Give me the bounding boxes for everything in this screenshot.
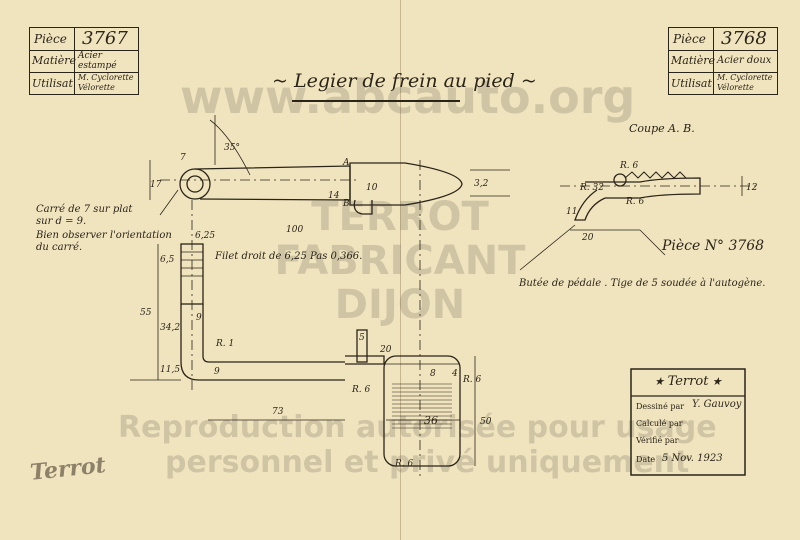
right-piece-label: Pièce: [673, 32, 706, 46]
left-piece-label: Pièce: [34, 32, 67, 46]
note-orientation: Bien observer l'orientation du carré.: [36, 230, 172, 253]
shaft-inner: [202, 304, 345, 363]
left-utilisat-value: M. Cyclorette Vélorette: [78, 73, 134, 92]
title-block-frame: [630, 368, 746, 476]
dim-6-5: 6,5: [160, 255, 175, 265]
dim-12: 12: [746, 183, 758, 193]
dim-17: 17: [150, 180, 162, 190]
title-underline: [292, 100, 460, 102]
dim-3-2: 3,2: [474, 179, 489, 189]
note-butee: Butée de pédale . Tige de 5 soudée à l'a…: [519, 278, 766, 289]
dim-20: 20: [379, 345, 392, 355]
section-hole: [613, 173, 627, 187]
dim-r6-d: R. 6: [619, 161, 638, 171]
arm-body-top: [194, 165, 351, 201]
dim-73: 73: [272, 407, 284, 417]
right-piece-block: Pièce 3768 Matière Acier doux Utilisat M…: [668, 27, 778, 95]
dim-9: 9: [196, 313, 202, 323]
pedal-grip-lines: [392, 383, 452, 429]
dim-r6-e: R. 6: [625, 197, 644, 207]
title-block-brand: ★ Terrot ★: [654, 374, 722, 389]
arm-eye-inner: [186, 175, 204, 193]
dim-10: 10: [366, 183, 378, 193]
title-block-brand-text: Terrot: [667, 374, 709, 389]
dim-r6-b: R. 6: [462, 375, 481, 385]
shaft-body: [180, 304, 345, 381]
calcule-label: Calculé par: [636, 419, 683, 428]
dim-11: 11: [566, 207, 577, 217]
fold-line: [400, 0, 401, 540]
dim-9b: 9: [214, 367, 220, 377]
note-piece-ref: Pièce N° 3768: [662, 238, 765, 254]
left-matiere-value: Acier estampé: [78, 51, 117, 71]
left-utilisat-label: Utilisat: [32, 77, 73, 90]
left-piece-number: 3767: [82, 28, 128, 49]
dim-r6-c: R. 6: [394, 459, 413, 469]
dim-20b: 20: [581, 233, 594, 243]
drawing-title-text: Legier de frein au pied: [293, 70, 515, 92]
right-utilisat-label: Utilisat: [671, 77, 712, 90]
right-utilisat-value: M. Cyclorette Vélorette: [717, 73, 773, 92]
dim-100: 100: [286, 225, 303, 235]
dim-6-25: 6,25: [195, 231, 215, 241]
dessine-value: Y. Gauvoy: [692, 399, 742, 410]
butee-rod: [574, 189, 606, 221]
section-ab-teeth: [624, 171, 687, 179]
label-a: A: [342, 158, 350, 168]
dessine-label: Dessiné par: [636, 402, 685, 411]
label-b: B: [342, 199, 350, 209]
dim-34-2: 34,2: [160, 323, 180, 333]
arm-tip: [349, 162, 463, 206]
dim-r32: R. 32: [579, 183, 604, 193]
left-piece-block: Pièce 3767 Matière Acier estampé Utilisa…: [29, 27, 139, 95]
watermark-line-2: personnel et privé uniquement: [165, 445, 690, 480]
note-coupe-ab: Coupe A. B.: [629, 122, 695, 135]
dim-55: 55: [140, 308, 152, 318]
note-filet: Filet droit de 6,25 Pas 0,366.: [215, 251, 363, 262]
dim-36: 36: [424, 414, 438, 427]
dim-4: 4: [451, 369, 458, 379]
dim-50: 50: [480, 417, 492, 427]
dim-8: 8: [430, 369, 436, 379]
dim-14: 14: [328, 191, 340, 201]
date-label: Date: [636, 455, 656, 464]
left-matiere-label: Matière: [32, 54, 77, 67]
verifie-label: Vérifié par: [636, 436, 679, 445]
right-matiere-value: Acier doux: [717, 55, 772, 66]
dim-angle: 35°: [224, 143, 240, 153]
dim-11-5: 11,5: [160, 365, 180, 375]
watermark-site: www.abcauto.org: [180, 70, 636, 124]
watermark-stamp: TERROT FABRICANT DIJON: [274, 194, 526, 328]
dim-r6-a: R. 6: [351, 385, 370, 395]
right-piece-number: 3768: [721, 28, 767, 49]
pedal-neck: [345, 355, 385, 365]
date-value: 5 Nov. 1923: [662, 453, 723, 464]
note-carre: Carré de 7 sur plat sur d = 9.: [36, 204, 133, 227]
pedal-plate: [383, 355, 461, 467]
arm-eye-outer: [179, 168, 211, 200]
dim-5: 5: [359, 333, 365, 343]
arm-tab: [353, 199, 373, 215]
dim-r1: R. 1: [215, 339, 234, 349]
drawing-title: ~ Legier de frein au pied ~: [272, 70, 537, 92]
right-matiere-label: Matière: [671, 54, 716, 67]
dim-7: 7: [180, 153, 186, 163]
pedal-lug: [356, 329, 368, 363]
